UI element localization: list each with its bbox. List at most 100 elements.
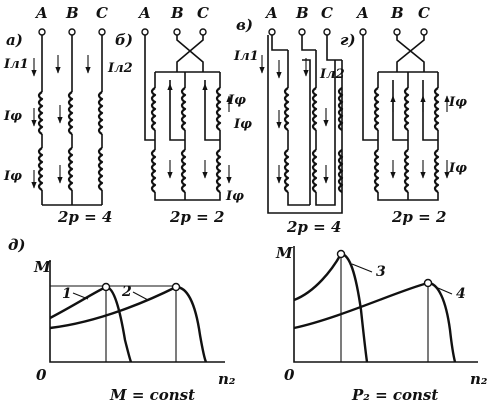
panel-b-top-drops: [154, 72, 221, 88]
chart-right-constant-power: M 0 n₂ 3 4 P₂ = const: [275, 244, 488, 404]
panel-g-terminal-b: B: [390, 4, 404, 22]
chart-left-curve-2-leader: [132, 291, 149, 301]
panel-v-link-b: [301, 35, 316, 51]
panel-b-coil-upper-1: [150, 87, 157, 131]
chart-right-caption: P₂ = const: [351, 386, 438, 404]
panel-v-col-2: [315, 50, 336, 206]
chart-left-curve-1: [49, 285, 133, 363]
panel-v-terminal-c-dot: [323, 28, 331, 36]
panel-v-link-a: [271, 35, 288, 51]
panel-a-terminal-c-dot: [98, 28, 106, 36]
panel-b-line-current-label: Iл2: [107, 61, 133, 76]
chart-left-curve-label-2: 2: [121, 284, 132, 300]
chart-left-curve-2: [49, 285, 208, 363]
panel-g-double-delta: г) A B C Iφ Iφ 2p = 2: [340, 4, 467, 226]
panel-b-line-a: [144, 35, 155, 141]
chart-left-curve-label-1: 1: [62, 286, 72, 302]
panel-g-top-drops: [377, 72, 439, 88]
panel-v-coil-1: [283, 87, 290, 131]
chart-right-axes: [293, 246, 478, 363]
panel-v-coil-3: [337, 87, 344, 131]
panel-v-col-return: [302, 59, 311, 205]
chart-right-x-axis-label: n₂: [470, 370, 488, 388]
panel-a-terminal-b: B: [65, 4, 79, 22]
panel-b-phase-current-upper-label: Iφ: [227, 93, 246, 108]
chart-left-constant-torque: д) M 0 n₂ 1 2 M = const: [8, 236, 236, 404]
panel-v-terminal-b: B: [295, 4, 309, 22]
panel-a-phase-current-lower-label: Iφ: [3, 169, 22, 184]
chart-right-max-point-4: [423, 278, 433, 288]
panel-b-letter: б): [115, 31, 133, 49]
chart-left-axes: [49, 260, 225, 363]
panel-b-crossover: [176, 35, 204, 72]
panel-b-terminal-c: C: [197, 4, 209, 22]
chart-right-curve-3: [293, 252, 369, 363]
panel-a-phase-current-upper-label: Iφ: [3, 109, 22, 124]
panel-g-coil-upper-3: [433, 87, 440, 131]
chart-right-curve-3-leader: [351, 263, 373, 273]
panel-b-terminal-c-dot: [199, 28, 207, 36]
panel-v-coil-4: [283, 149, 290, 193]
chart-left-max-point-1: [101, 282, 111, 292]
panel-a-terminal-c: C: [96, 4, 108, 22]
chart-left-x-axis-label: n₂: [218, 370, 236, 388]
chart-left-origin: 0: [36, 366, 47, 384]
panel-v-poles: 2p = 4: [286, 218, 341, 236]
panel-g-phase-current-lower-label: Iφ: [448, 161, 467, 176]
panel-v-line-current-2-label: Iл2: [319, 67, 345, 82]
panel-g-terminal-b-dot: [393, 28, 401, 36]
chart-right-curve-label-3: 3: [376, 264, 386, 280]
panel-a-coil-c2: [97, 147, 104, 191]
panel-g-terminal-c: C: [418, 4, 430, 22]
panel-g-terminal-a-dot: [359, 28, 367, 36]
chart-left-droplines: [105, 287, 177, 362]
chart-left-max-point-2: [171, 282, 181, 292]
panel-a-terminal-a-dot: [38, 28, 46, 36]
panel-b-double-star: б) A B C Iл2 Iφ Iφ 2p = 2: [107, 4, 246, 226]
panel-v-line-current-1-label: Iл1: [233, 49, 259, 64]
panel-b-mid-links: [169, 80, 220, 141]
charts-letter: д): [8, 236, 26, 254]
panel-a-terminal-b-dot: [68, 28, 76, 36]
panel-v-coil-5: [311, 149, 318, 193]
panel-v-delta-series: в) A B C Iл1 Iл2 Iφ 2p = 4: [233, 4, 345, 236]
panel-g-coil-lower-3: [433, 149, 440, 193]
panel-v-col-1: [287, 50, 310, 206]
panel-g-terminal-c-dot: [420, 28, 428, 36]
chart-right-curve-4: [293, 281, 457, 363]
panel-a-coil-a2: [37, 147, 44, 191]
panel-a-coil-b1: [67, 91, 74, 135]
chart-right-curve-label-4: 4: [456, 286, 466, 302]
panel-b-poles: 2p = 2: [169, 208, 224, 226]
panel-g-coil-lower-2: [403, 149, 410, 193]
panel-g-poles: 2p = 2: [391, 208, 446, 226]
panel-g-line-a: [362, 35, 378, 141]
chart-right-droplines: [340, 254, 429, 362]
panel-v-outer-loop: [267, 35, 343, 214]
panel-v-terminal-a-dot: [268, 28, 276, 36]
panel-b-coil-upper-2: [180, 87, 187, 131]
panel-a-poles: 2p = 4: [57, 208, 112, 226]
panel-a-letter: а): [6, 31, 23, 49]
chart-right-origin: 0: [284, 366, 295, 384]
panel-g-crossover: [396, 35, 425, 72]
panel-v-terminal-c: C: [321, 4, 333, 22]
panel-g-coil-lower-1: [373, 149, 380, 193]
panel-v-coil-6: [337, 149, 344, 193]
panel-a-coil-c1: [97, 91, 104, 135]
panel-a-coil-b2: [67, 147, 74, 191]
panel-b-terminal-a: A: [137, 4, 151, 22]
chart-left-y-axis-label: M: [33, 258, 51, 276]
panel-b-coil-lower-1: [150, 149, 157, 193]
panel-v-letter: в): [236, 16, 253, 34]
panel-b-star-point: [154, 192, 221, 201]
panel-b-terminal-a-dot: [141, 28, 149, 36]
panel-b-coil-lower-3: [215, 149, 222, 193]
panel-a-star-series: а) A B C Iл1 Iφ Iφ 2p = 4: [3, 4, 112, 226]
chart-right-y-axis-label: M: [275, 244, 293, 262]
chart-left-curve-1-leader: [72, 292, 89, 300]
chart-right-curve-4-leader: [437, 287, 453, 295]
panel-b-coil-upper-3: [215, 87, 222, 131]
chart-left-caption: M = const: [109, 386, 195, 404]
